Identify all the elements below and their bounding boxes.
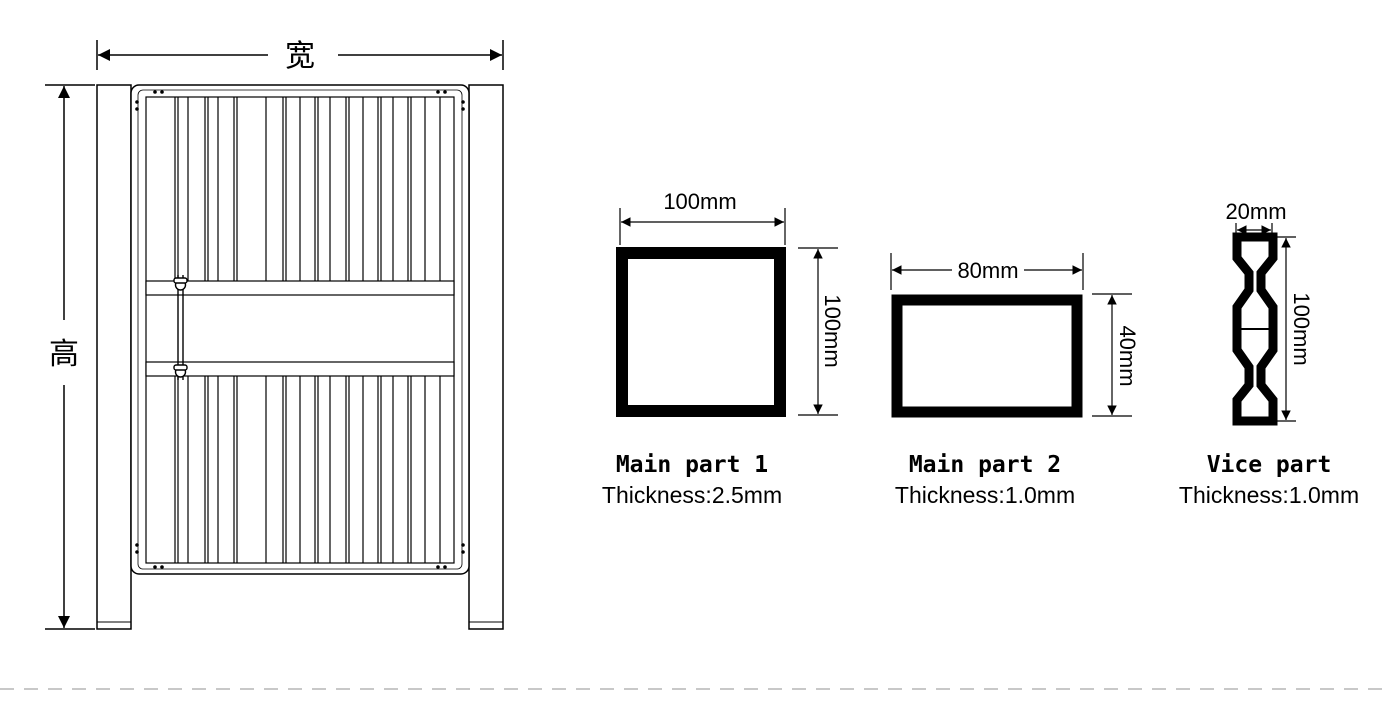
right-post xyxy=(468,84,504,630)
profile-vice-part: 20mm 100mm Vice part Thickness:1.0mm xyxy=(1179,199,1359,508)
profile-1-width-dimension: 100mm xyxy=(619,189,786,245)
left-post xyxy=(96,84,132,630)
profile-2-height-label: 40mm xyxy=(1115,325,1140,386)
profile-main-part-1: 100mm 100mm Main part 1 Thickness:2.5mm xyxy=(602,189,845,508)
profile-3-width-label: 20mm xyxy=(1225,199,1286,224)
profile-1-height-label: 100mm xyxy=(820,294,845,367)
upper-slats xyxy=(174,97,441,281)
profile-1-thickness: Thickness:2.5mm xyxy=(602,482,782,508)
profile-3-width-dimension: 20mm xyxy=(1225,199,1287,240)
profile-2-thickness: Thickness:1.0mm xyxy=(895,482,1075,508)
corner-bracket-icons xyxy=(135,90,465,569)
profile-2-rectangular-tube xyxy=(891,294,1083,418)
profile-2-width-dimension: 80mm xyxy=(890,253,1084,290)
lower-slats xyxy=(174,376,441,563)
gate-frame xyxy=(130,84,470,575)
profile-3-slat-section xyxy=(1232,232,1278,426)
profile-3-height-dimension: 100mm xyxy=(1276,236,1314,422)
profile-1-width-label: 100mm xyxy=(663,189,736,214)
gate-drawing: 宽 高 xyxy=(45,39,504,630)
height-label: 高 xyxy=(49,337,79,372)
profile-2-height-dimension: 40mm xyxy=(1092,293,1140,417)
height-dimension: 高 xyxy=(45,84,95,630)
width-dimension: 宽 xyxy=(96,39,504,74)
profile-3-height-label: 100mm xyxy=(1289,292,1314,365)
profile-2-title: Main part 2 xyxy=(909,452,1061,478)
profile-1-height-dimension: 100mm xyxy=(798,247,845,416)
profile-3-title: Vice part xyxy=(1207,452,1332,478)
latch-icon xyxy=(173,275,188,380)
profile-main-part-2: 80mm 40mm Main part 2 Thickness:1.0mm xyxy=(890,253,1140,508)
profile-3-thickness: Thickness:1.0mm xyxy=(1179,482,1359,508)
profile-2-width-label: 80mm xyxy=(957,258,1018,283)
profile-1-square-tube xyxy=(616,247,786,417)
width-label: 宽 xyxy=(285,39,315,74)
profile-1-title: Main part 1 xyxy=(616,452,768,478)
